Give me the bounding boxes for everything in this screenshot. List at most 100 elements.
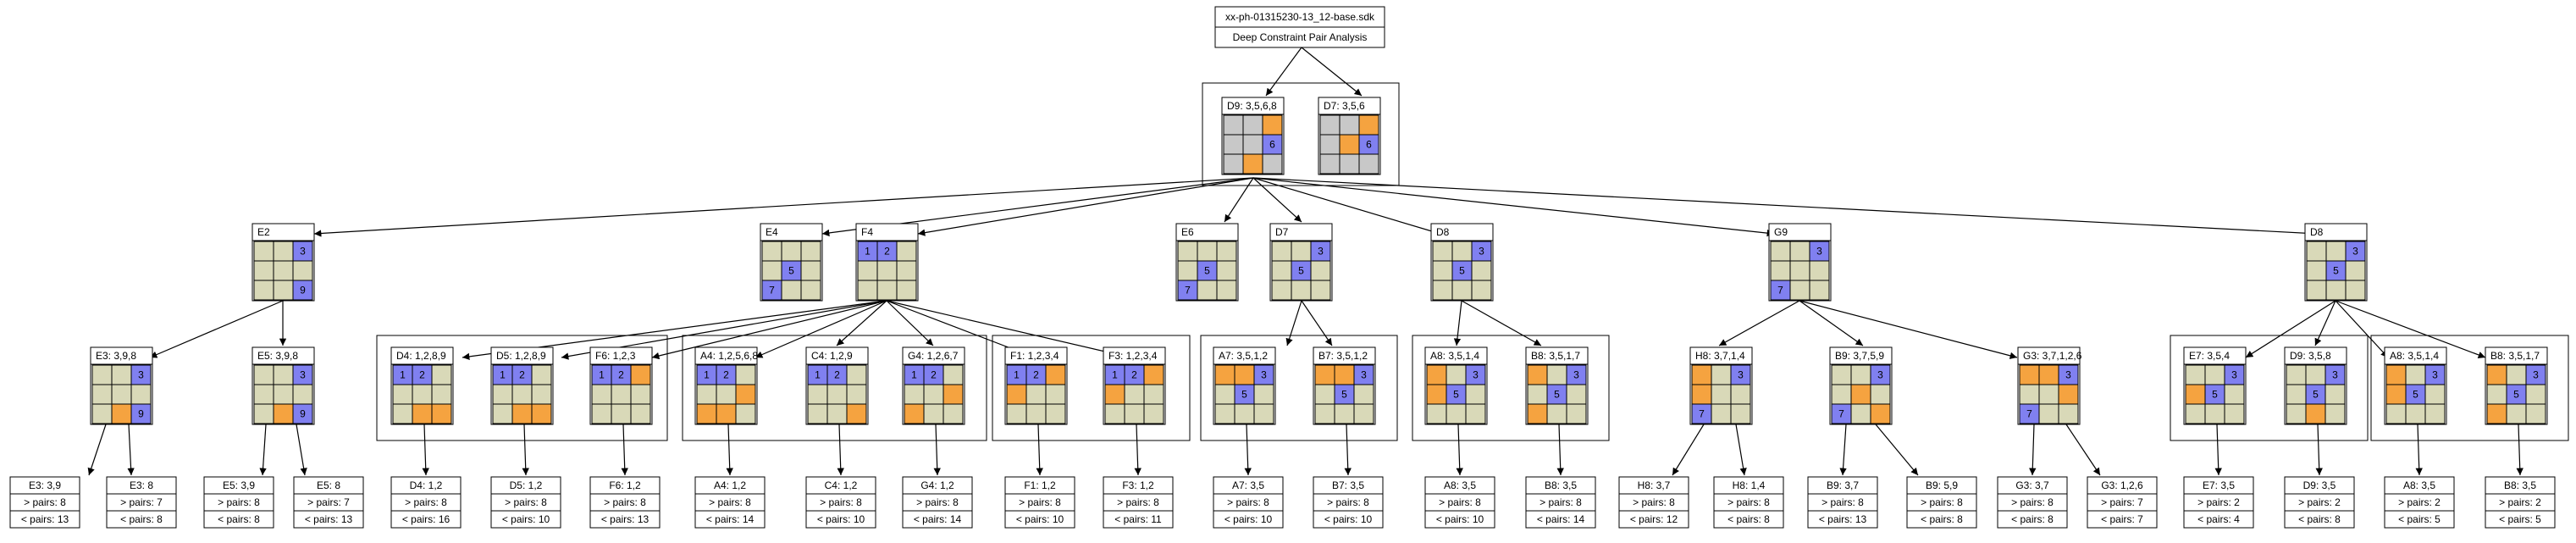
edge-a4-a4l [726,424,733,476]
grid-cell [1177,260,1198,281]
grid-cell [91,384,113,405]
edge-h8-h8l [1672,424,1705,476]
grid-cell [876,260,898,281]
grid-cell [273,241,294,262]
cell-digit: 3 [2533,369,2539,381]
cluster-a8b-b8b [2370,335,2569,441]
leaf-greater-pairs: > pairs: 8 [1921,496,1963,508]
grid-cell [1214,364,1235,385]
node-label: E4 [766,226,778,238]
grid-cell [1006,403,1027,424]
edge-b8-b8l [1556,424,1564,476]
leaf-title: B9: 5,9 [1926,479,1958,491]
node-b8b: B8: 3,5,1,735 [2485,346,2548,425]
leaf-g4l: G4: 1,2> pairs: 8< pairs: 14 [902,476,973,529]
cell-digit: 7 [769,285,775,296]
leaf-e7l: E7: 3,5> pairs: 2< pairs: 4 [2183,476,2254,529]
grid-cell [1566,403,1587,424]
edge-g4-g4l [933,424,941,476]
grid-cell [2038,384,2059,405]
grid-cell [2405,364,2426,385]
edge-e5-e5r [296,424,307,476]
grid-cell [857,280,878,301]
edge-g3-g3r [2065,424,2101,476]
grid-cell [846,403,867,424]
cell-digit: 3 [1479,246,1484,258]
edge-h8-h8r [1735,424,1747,476]
edge-f4-a4 [755,300,887,358]
root-title: xx-ph-01315230-13_12-base.sdk [1225,11,1375,23]
grid-cell [253,403,274,424]
grid-cell [273,384,294,405]
leaf-less-pairs: < pairs: 5 [2499,513,2541,525]
grid-cell [1426,403,1447,424]
edge-d9a-f4 [917,177,1254,236]
cell-digit: 1 [815,369,821,381]
cell-digit: 7 [1699,408,1705,420]
grid-cell [2405,403,2426,424]
leaf-title: C4: 1,2 [825,479,858,491]
edge-d7-b7 [1301,300,1333,346]
grid-cell [1025,403,1047,424]
leaf-title: B7: 3,5 [1332,479,1364,491]
grid-cell [2486,403,2507,424]
cell-digit: 3 [138,369,144,381]
node-d7a: D7: 3,5,66 [1318,97,1381,175]
edge-b9-b9r [1875,424,1919,476]
edge-root-d7a [1301,47,1363,97]
node-b8: B8: 3,5,1,735 [1525,346,1589,425]
grid-cell [1253,384,1274,405]
leaf-less-pairs: < pairs: 10 [817,513,865,525]
node-label: G9 [1774,226,1788,238]
leaf-h8r: H8: 1,4> pairs: 8< pairs: 8 [1713,476,1784,529]
leaf-less-pairs: < pairs: 8 [2011,513,2054,525]
node-label: D9: 3,5,6,8 [1227,100,1277,112]
grid-cell [1339,153,1360,175]
grid-cell [1850,403,1871,424]
edge-f4-c4 [836,300,887,346]
grid-cell [826,384,848,405]
grid-cell [1197,241,1218,262]
leaf-e5l: E5: 3,9> pairs: 8< pairs: 8 [203,476,274,529]
cell-digit: 3 [1877,369,1883,381]
grid-cell [292,403,313,424]
cell-digit: 3 [1361,369,1367,381]
leaf-a4l: A4: 1,2> pairs: 8< pairs: 14 [694,476,766,529]
edge-g3-g3l [2029,424,2037,476]
edge-f4-f6 [651,300,887,360]
node-label: G4: 1,2,6,7 [908,350,959,362]
grid-cell [1809,260,1830,281]
grid-cell [2204,364,2225,385]
leaf-b8l: B8: 3,5> pairs: 8< pairs: 14 [1525,476,1596,529]
leaf-less-pairs: < pairs: 14 [1537,513,1585,525]
grid-cell [511,403,533,424]
grid-cell [943,384,964,405]
leaf-d4l: D4: 1,2> pairs: 8< pairs: 16 [390,476,462,529]
grid-cell [1770,241,1791,262]
leaf-less-pairs: < pairs: 8 [2298,513,2341,525]
grid-cell [1124,403,1145,424]
grid-cell [1334,403,1355,424]
node-label: B9: 3,7,5,9 [1835,350,1884,362]
grid-cell [1143,403,1164,424]
grid-cell [1216,260,1237,281]
leaf-title: G4: 1,2 [920,479,954,491]
cell-digit: 3 [2231,369,2237,381]
edge-g9-g3 [1799,300,2018,359]
grid-cell [2525,384,2546,405]
grid-cell [253,260,274,281]
grid-cell [2286,364,2307,385]
grid-cell [1104,384,1125,405]
edge-e3-e3r [127,424,135,476]
leaf-greater-pairs: > pairs: 8 [709,496,751,508]
leaf-less-pairs: < pairs: 10 [1324,513,1373,525]
grid-cell [1432,260,1453,281]
grid-cell [1314,364,1335,385]
grid-cell [1789,241,1810,262]
edge-b8b-b8bl [2516,424,2523,476]
node-label: F1: 1,2,3,4 [1010,350,1059,362]
